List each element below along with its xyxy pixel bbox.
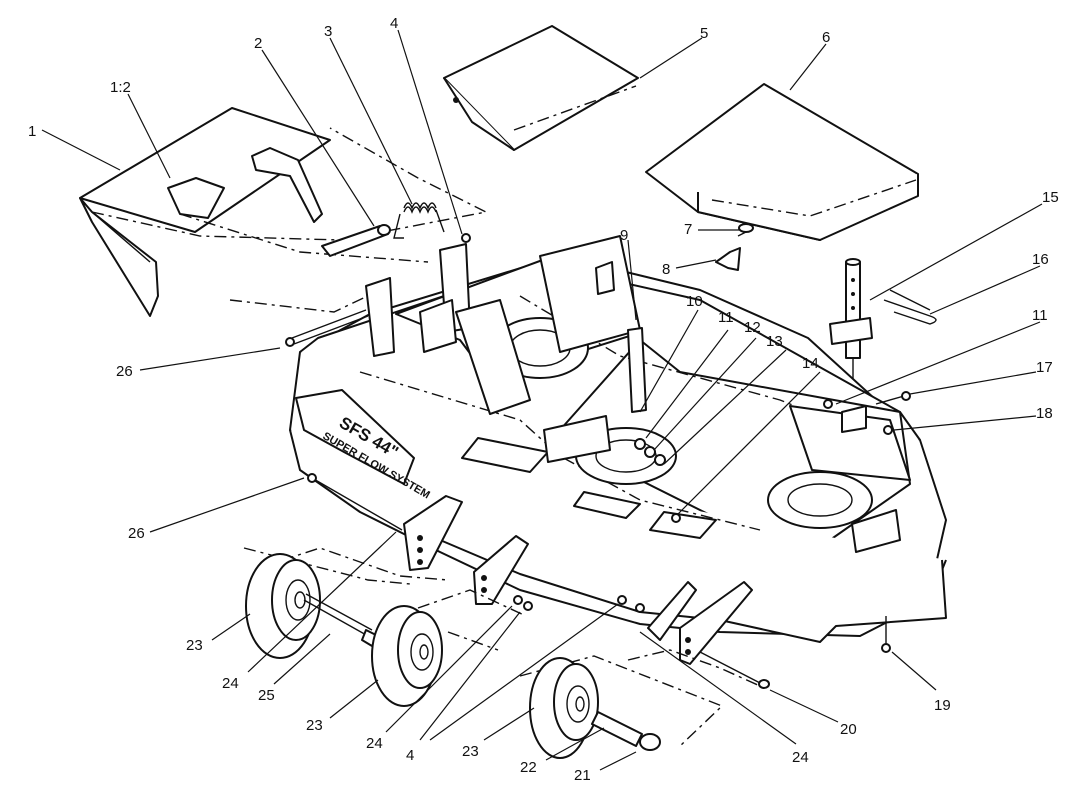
callout-26-bottom: 26 — [128, 525, 145, 542]
callout-18: 18 — [1036, 405, 1053, 422]
hair-pin-clip-16 — [883, 289, 937, 325]
callout-16: 16 — [1032, 251, 1049, 268]
callout-21: 21 — [574, 767, 591, 784]
callout-1: 1 — [28, 123, 36, 140]
callout-25: 25 — [258, 687, 275, 704]
callout-24-right: 24 — [792, 749, 809, 766]
callout-4-bottom: 4 — [406, 747, 414, 764]
callout-5: 5 — [700, 25, 708, 42]
leader-lines — [41, 29, 1043, 771]
callout-8: 8 — [662, 261, 670, 278]
callout-11-center: 11 — [718, 309, 734, 326]
callout-4-top: 4 — [390, 15, 398, 32]
gauge-wheel-23a — [245, 553, 321, 659]
callout-20: 20 — [840, 721, 857, 738]
callout-3: 3 — [324, 23, 332, 40]
spacer-22-bolt-21 — [591, 711, 661, 751]
callout-7: 7 — [684, 221, 692, 238]
callout-26-top: 26 — [116, 363, 133, 380]
callout-12: 12 — [744, 319, 761, 336]
callout-24-left: 24 — [222, 675, 239, 692]
callout-13: 13 — [766, 333, 783, 350]
belt-shield-5 — [443, 25, 639, 151]
callout-17: 17 — [1036, 359, 1053, 376]
callout-23-center: 23 — [306, 717, 323, 734]
bolt-17 — [875, 391, 911, 405]
wheel-bracket-left — [403, 495, 463, 571]
callout-2: 2 — [254, 35, 262, 52]
callout-labels: 1 1:2 2 3 4 5 6 7 8 9 10 11 12 13 14 15 … — [28, 15, 1059, 784]
knob-7-8 — [715, 223, 754, 271]
gauge-wheel-23b — [371, 605, 443, 707]
height-pin-15 — [829, 258, 873, 400]
bolt-20 — [699, 651, 770, 689]
callout-1-2: 1:2 — [110, 79, 131, 96]
deflector-cover-1 — [79, 107, 489, 317]
callout-23-right: 23 — [462, 743, 479, 760]
callout-23-left: 23 — [186, 637, 203, 654]
mower-deck — [289, 235, 947, 643]
callout-22: 22 — [520, 759, 537, 776]
wheel-bracket-right — [647, 581, 753, 665]
wheel-bracket-center — [473, 535, 529, 605]
torsion-spring-3 — [393, 202, 445, 239]
callout-11-right: 11 — [1032, 307, 1048, 324]
gauge-wheel-23c — [529, 657, 599, 759]
belt-shield-6 — [645, 83, 919, 241]
bolt-26b — [307, 473, 403, 531]
callout-9: 9 — [620, 227, 628, 244]
callout-24-center: 24 — [366, 735, 383, 752]
callout-10: 10 — [686, 293, 703, 310]
callout-19: 19 — [934, 697, 951, 714]
callout-6: 6 — [822, 29, 830, 46]
spacer-tube-2 — [321, 224, 391, 257]
callout-14: 14 — [802, 355, 819, 372]
bolt-26a — [285, 309, 369, 347]
hardware-small — [461, 233, 893, 653]
callout-15: 15 — [1042, 189, 1059, 206]
